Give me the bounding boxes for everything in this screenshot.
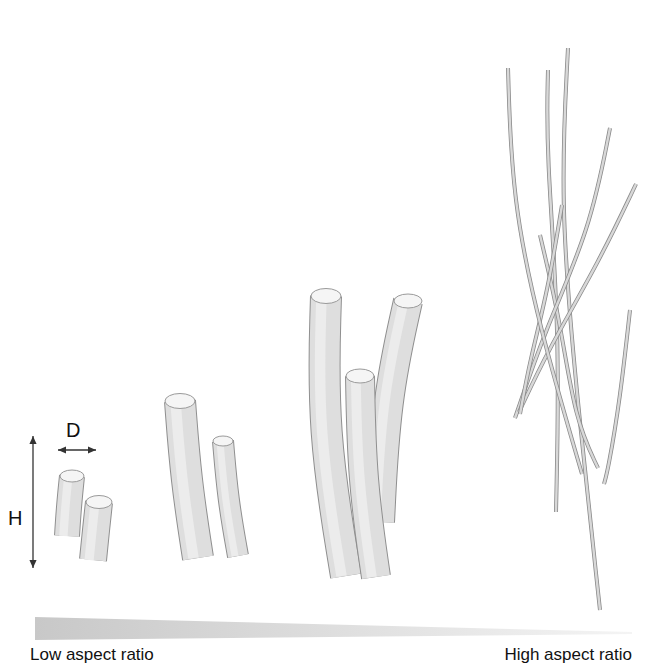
cylinder-cap (346, 369, 374, 383)
axis-label: High aspect ratio (504, 646, 632, 665)
fibre-strands (508, 48, 636, 610)
strand-outline (604, 310, 630, 484)
cylinder-highlight (320, 296, 342, 576)
strand-body (508, 68, 582, 474)
cylinder-highlight (220, 441, 235, 556)
cylinder-cap (394, 294, 422, 308)
cylinder-highlight (89, 502, 95, 560)
cylinder-highlight (356, 376, 372, 577)
strand-body (519, 184, 636, 412)
cylinder-cap (86, 496, 112, 509)
cylinder-group (60, 289, 422, 578)
cylinder-cap (60, 470, 84, 482)
strand-outline (519, 184, 636, 412)
cylinder-cap (165, 394, 195, 409)
cylinder-cap (311, 289, 341, 304)
diameter-arrow (58, 449, 96, 450)
strand-body (604, 310, 630, 484)
cylinder-cap (213, 436, 233, 446)
cylinder-highlight (376, 301, 404, 522)
cylinder-highlight (63, 476, 68, 536)
strand-outline (564, 48, 600, 610)
dimension-label: D (66, 419, 80, 441)
strand-outline (508, 68, 582, 474)
dimension-label: H (8, 507, 22, 529)
strand-body (564, 48, 600, 610)
axis-label: Low aspect ratio (30, 646, 154, 665)
aspect-ratio-wedge (35, 617, 632, 640)
cylinder-highlight (176, 401, 194, 558)
height-arrow (32, 436, 33, 568)
